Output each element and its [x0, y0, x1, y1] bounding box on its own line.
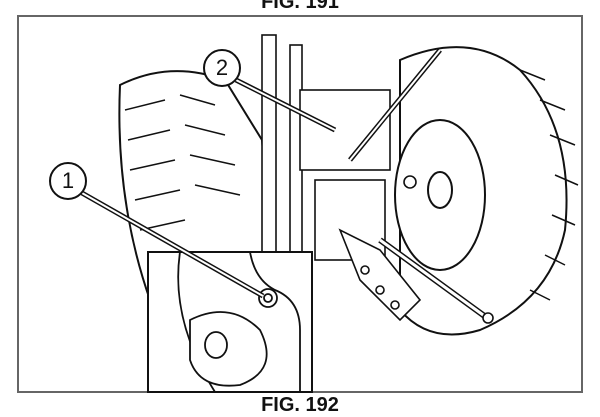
figure-caption-top: FIG. 191: [261, 0, 339, 13]
right-tire: [394, 46, 579, 336]
tractor-hitch-illustration: [17, 15, 583, 393]
callout-1-circle: [49, 162, 87, 200]
callout-2-label: 2: [215, 55, 229, 80]
callout-1-label: 1: [61, 168, 75, 193]
callout-2-circle: [203, 49, 241, 87]
figure-caption-bottom: FIG. 192: [261, 394, 339, 416]
